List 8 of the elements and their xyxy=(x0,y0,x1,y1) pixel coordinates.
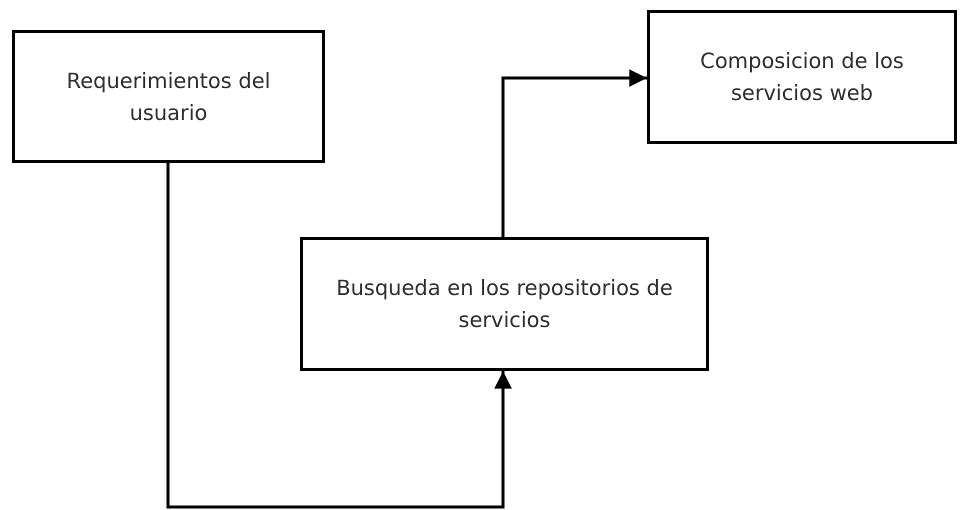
process-box xyxy=(300,237,709,371)
arrow xyxy=(166,163,512,508)
process-box xyxy=(647,10,957,144)
box-label: Requerimientos del usuario xyxy=(66,68,272,126)
box-label: Composicion de los servicios web xyxy=(699,48,905,107)
arrow xyxy=(502,69,647,237)
box-label: Busqueda en los repositorios de servicios xyxy=(335,275,674,334)
process-box xyxy=(12,30,325,163)
